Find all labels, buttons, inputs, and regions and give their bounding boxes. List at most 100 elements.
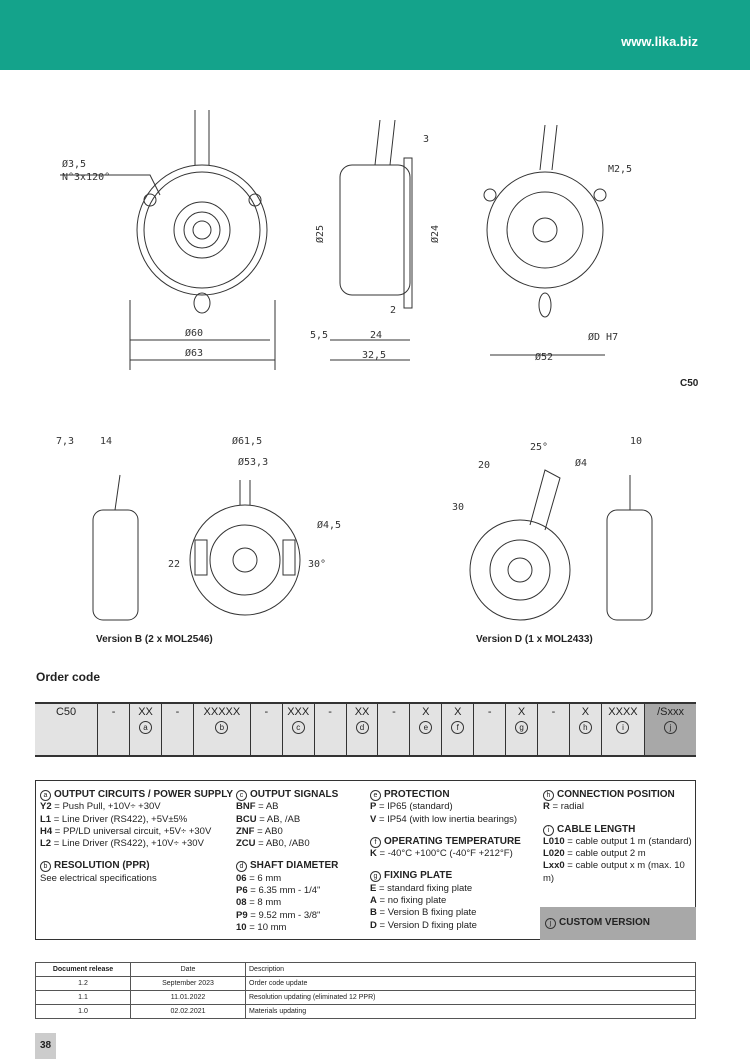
header-bar: www.lika.biz — [0, 0, 750, 70]
option-desc: Push Pull, +10V÷ +30V — [62, 801, 161, 813]
code-segment: - — [111, 706, 116, 718]
dim-label: Ø61,5 — [232, 435, 262, 447]
code-segment: XX — [138, 706, 153, 718]
code-segment: - — [392, 706, 396, 718]
option-code: B — [370, 907, 377, 919]
custom-version-title: CUSTOM VERSION — [559, 917, 650, 928]
option-desc: Version D fixing plate — [387, 919, 477, 931]
website-url[interactable]: www.lika.biz — [621, 34, 698, 49]
legend-item: L020 = cable output 2 m — [543, 848, 646, 860]
legend-item: 06 = 6 mm — [236, 872, 282, 884]
version-d-caption: Version D (1 x MOL2433) — [476, 634, 593, 645]
option-desc: AB0 — [264, 825, 283, 837]
order-code-cell: - — [313, 703, 347, 756]
order-code-title: Order code — [36, 670, 101, 684]
option-code: L010 — [543, 835, 565, 847]
option-key: f — [370, 836, 381, 848]
code-segment: X — [454, 706, 462, 718]
option-desc: PP/LD universal circuit, +5V÷ +30V — [62, 825, 212, 837]
dim-label: 20 — [478, 460, 490, 471]
legend-item: L010 = cable output 1 m (standard) — [543, 835, 692, 847]
option-desc: cable output x m (max. 10 m) — [543, 860, 685, 884]
legend-item: Lxx0 = cable output x m (max. 10 m) — [543, 860, 685, 884]
option-key: e — [370, 790, 381, 801]
dim-label: 30 — [452, 502, 464, 513]
technical-drawings: Ø3,5 N°3x120° Ø60 Ø63 3 Ø25 Ø24 2 5,5 24… — [56, 110, 653, 621]
option-desc: 6.35 mm - 1/4" — [258, 885, 321, 897]
legend-item: BCU = AB, /AB — [236, 813, 301, 825]
option-code: 08 — [236, 897, 247, 909]
option-desc: Line Driver (RS422), +5V±5% — [61, 813, 188, 825]
code-segment: - — [175, 706, 180, 718]
option-code: 06 — [236, 872, 247, 884]
dim-label: 22 — [168, 559, 180, 570]
dim-label: ØD H7 — [588, 331, 618, 343]
option-code: ZNF — [236, 825, 255, 837]
side-view-drawing: 3 Ø25 Ø24 2 5,5 24 32,5 — [310, 119, 441, 361]
rear-view-drawing: M2,5 ØD H7 Ø52 — [483, 124, 632, 363]
dim-label: M2,5 — [608, 164, 632, 175]
option-desc: AB, /AB — [266, 813, 301, 825]
option-desc: -40°C +100°C (-40°F +212°F) — [387, 848, 513, 860]
option-code: E — [370, 882, 377, 894]
code-segment: /Sxxx — [657, 706, 685, 718]
dim-label: Ø4,5 — [317, 519, 341, 531]
code-segment: - — [551, 706, 556, 718]
legend-item: H4 = PP/LD universal circuit, +5V÷ +30V — [40, 825, 212, 837]
option-key: j — [545, 918, 556, 929]
code-segment: - — [328, 706, 332, 718]
dim-label: 2 — [390, 305, 396, 316]
legend-item: 08 = 8 mm — [236, 897, 282, 909]
description-cell: Order code update — [245, 976, 696, 991]
dim-label: 30° — [308, 559, 326, 570]
version-b-caption: Version B (2 x MOL2546) — [96, 634, 213, 645]
option-desc: cable output 2 m — [575, 848, 646, 860]
option-key: i — [543, 824, 554, 836]
option-code: Y2 — [40, 801, 52, 813]
legend-item: BNF = AB — [236, 801, 279, 813]
legend-text: See electrical specifications — [40, 872, 157, 884]
option-desc: 10 mm — [257, 921, 287, 933]
option-key: a — [40, 790, 51, 801]
option-code: V — [370, 813, 377, 825]
legend-item: ZCU = AB0, /AB0 — [236, 838, 310, 850]
code-segment: C50 — [55, 706, 77, 718]
option-code: 10 — [236, 921, 247, 933]
code-segment: XXX — [287, 706, 310, 718]
date-cell: September 2023 — [130, 976, 246, 991]
legend-item: P9 = 9.52 mm - 3/8" — [236, 909, 321, 921]
dim-label: Ø3,5 — [62, 158, 86, 170]
dim-label: 14 — [100, 436, 112, 447]
option-code: R — [543, 801, 550, 813]
dim-label: 3 — [423, 134, 429, 145]
option-code: L020 — [543, 848, 565, 860]
section-title: PROTECTION — [384, 789, 450, 800]
legend-item: E = standard fixing plate — [370, 882, 473, 894]
section-title: OUTPUT SIGNALS — [250, 789, 339, 800]
header-cell: Date — [130, 962, 246, 977]
dim-label: 24 — [370, 330, 382, 341]
order-code-cell: - — [249, 703, 283, 756]
order-code-cell: - — [377, 703, 410, 756]
option-key: g — [515, 721, 529, 734]
code-segment: X — [581, 706, 590, 718]
section-title: CONNECTION POSITION — [557, 789, 675, 800]
